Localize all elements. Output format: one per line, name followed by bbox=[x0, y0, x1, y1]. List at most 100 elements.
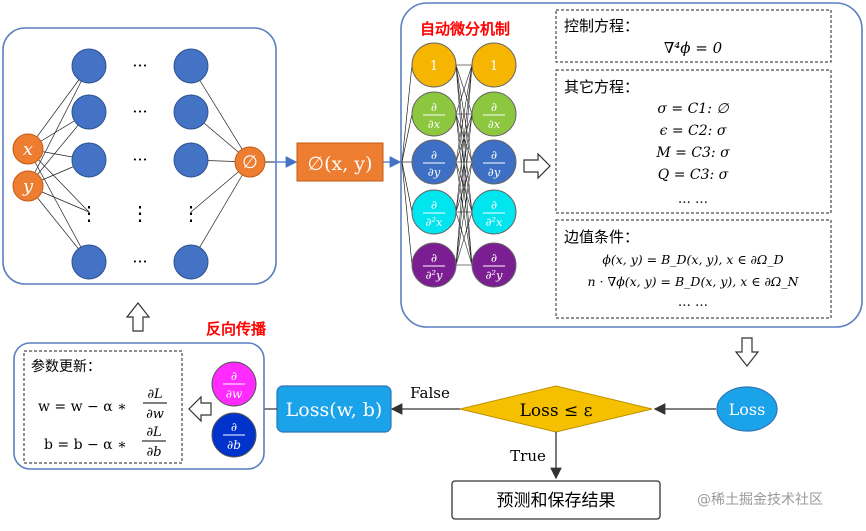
grad-b-den: ∂b bbox=[227, 438, 241, 452]
b-update-lhs: b = b − α ∗ bbox=[44, 437, 127, 453]
autodiff-node-den: ∂y bbox=[488, 165, 501, 179]
vertical-ellipsis: ⋮ bbox=[130, 201, 150, 225]
autodiff-node-label: 1 bbox=[430, 59, 438, 74]
autodiff-node-num: ∂ bbox=[491, 148, 497, 162]
network-nodes: ·········⋮⋮⋮···xy∅ bbox=[12, 48, 266, 280]
network-edge bbox=[190, 161, 251, 263]
boundary-equation-more: … … bbox=[678, 295, 708, 310]
loss-ellipse-label: Loss bbox=[729, 400, 766, 419]
other-equation-1: σ = C1: ∅ bbox=[657, 101, 729, 117]
grad-to-update-arrow bbox=[188, 395, 212, 423]
autodiff-node-label: 1 bbox=[490, 59, 498, 74]
other-equation-3: M = C3: σ bbox=[655, 145, 730, 161]
autodiff-node bbox=[411, 42, 457, 88]
false-label: False bbox=[410, 384, 450, 402]
b-update-num: ∂L bbox=[146, 425, 161, 440]
hidden-neuron bbox=[173, 244, 209, 280]
autodiff-node bbox=[411, 189, 457, 235]
backprop-to-network-arrow bbox=[125, 302, 151, 332]
control-equation-title: 控制方程： bbox=[564, 17, 639, 35]
network-panel bbox=[2, 27, 277, 285]
autodiff-node-num: ∂ bbox=[431, 100, 437, 114]
horizontal-ellipsis: ··· bbox=[132, 150, 147, 169]
network-edge bbox=[27, 148, 90, 263]
horizontal-ellipsis: ··· bbox=[132, 252, 147, 271]
network-edge bbox=[190, 65, 251, 163]
autodiff-node-num: ∂ bbox=[431, 198, 437, 212]
autodiff-node bbox=[411, 242, 457, 288]
autodiff-edge bbox=[455, 64, 473, 213]
autodiff-node bbox=[471, 189, 517, 235]
boundary-equation-2: n · ∇ϕ(x, y) = B_D(x, y), x ∈ ∂Ω_N bbox=[588, 274, 800, 289]
autodiff-edge bbox=[455, 64, 473, 115]
autodiff-node-num: ∂ bbox=[491, 100, 497, 114]
other-equation-more: … … bbox=[678, 192, 708, 207]
input-neuron-x bbox=[12, 133, 44, 165]
autodiff-node-den: ∂²y bbox=[485, 268, 503, 282]
backprop-title: 反向传播 bbox=[206, 320, 267, 338]
hidden-neuron bbox=[173, 48, 209, 84]
result-box bbox=[451, 480, 661, 520]
autodiff-node-num: ∂ bbox=[431, 251, 437, 265]
input-neuron-y bbox=[12, 170, 44, 202]
horizontal-ellipsis: ··· bbox=[132, 102, 147, 121]
autodiff-edge bbox=[455, 161, 473, 266]
network-edge bbox=[27, 65, 90, 187]
other-equation-2: ϵ = C2: σ bbox=[660, 123, 727, 139]
w-update-num: ∂L bbox=[147, 387, 162, 402]
other-equation-4: Q = C3: σ bbox=[658, 167, 729, 183]
autodiff-node-den: ∂²x bbox=[485, 215, 503, 229]
autodiff-title: 自动微分机制 bbox=[420, 20, 510, 38]
autodiff-connections bbox=[401, 64, 473, 266]
autodiff-edge bbox=[401, 161, 413, 213]
input-neuron-label: x bbox=[23, 139, 33, 160]
horizontal-ellipsis: ··· bbox=[132, 56, 147, 75]
hidden-neuron bbox=[71, 142, 107, 178]
autodiff-edge bbox=[455, 64, 473, 266]
control-equation-box bbox=[555, 9, 832, 63]
loss-function-label: Loss(w, b) bbox=[286, 399, 383, 421]
loss-ellipse bbox=[716, 386, 778, 432]
autodiff-node bbox=[471, 91, 517, 137]
autodiff-node-den: ∂²y bbox=[425, 268, 443, 282]
watermark: @稀土掘金技术社区 bbox=[697, 492, 823, 508]
autodiff-edge bbox=[455, 113, 473, 266]
output-box bbox=[296, 142, 384, 182]
autodiff-to-equations-arrow bbox=[523, 152, 551, 180]
decision-diamond bbox=[459, 385, 653, 433]
autodiff-node bbox=[411, 139, 457, 185]
hidden-neuron bbox=[71, 94, 107, 130]
vertical-ellipsis: ⋮ bbox=[79, 201, 99, 225]
true-label: True bbox=[510, 447, 546, 465]
parameter-update-title: 参数更新： bbox=[31, 358, 101, 375]
hidden-neuron bbox=[71, 48, 107, 84]
autodiff-edge bbox=[401, 161, 413, 266]
result-label: 预测和保存结果 bbox=[497, 491, 616, 511]
decision-label: Loss ≤ ε bbox=[520, 401, 593, 421]
autodiff-panel bbox=[400, 2, 863, 328]
equations-to-loss-arrow bbox=[734, 337, 760, 367]
output-neuron bbox=[234, 146, 266, 178]
hidden-neuron bbox=[173, 94, 209, 130]
autodiff-edge bbox=[401, 113, 413, 163]
autodiff-node-den: ∂x bbox=[488, 117, 501, 131]
w-update-den: ∂w bbox=[146, 407, 164, 422]
autodiff-node-den: ∂²x bbox=[425, 215, 443, 229]
autodiff-node bbox=[411, 91, 457, 137]
hidden-neuron bbox=[71, 244, 107, 280]
other-equations-box bbox=[555, 69, 832, 214]
autodiff-node-num: ∂ bbox=[491, 251, 497, 265]
autodiff-node bbox=[471, 42, 517, 88]
control-equation: ∇⁴ϕ = 0 bbox=[664, 39, 723, 57]
b-update-den: ∂b bbox=[146, 445, 161, 460]
vertical-ellipsis: ⋮ bbox=[181, 201, 201, 225]
w-update-lhs: w = w − α ∗ bbox=[38, 399, 127, 415]
autodiff-nodes: 1∂∂x∂∂y∂∂²x∂∂²y1∂∂x∂∂y∂∂²x∂∂²y bbox=[411, 42, 517, 288]
boundary-equation-1: ϕ(x, y) = B_D(x, y), x ∈ ∂Ω_D bbox=[602, 252, 783, 267]
autodiff-edge bbox=[455, 64, 473, 163]
boundary-title: 边值条件： bbox=[564, 228, 639, 246]
autodiff-node-num: ∂ bbox=[491, 198, 497, 212]
grad-b-num: ∂ bbox=[231, 420, 237, 434]
